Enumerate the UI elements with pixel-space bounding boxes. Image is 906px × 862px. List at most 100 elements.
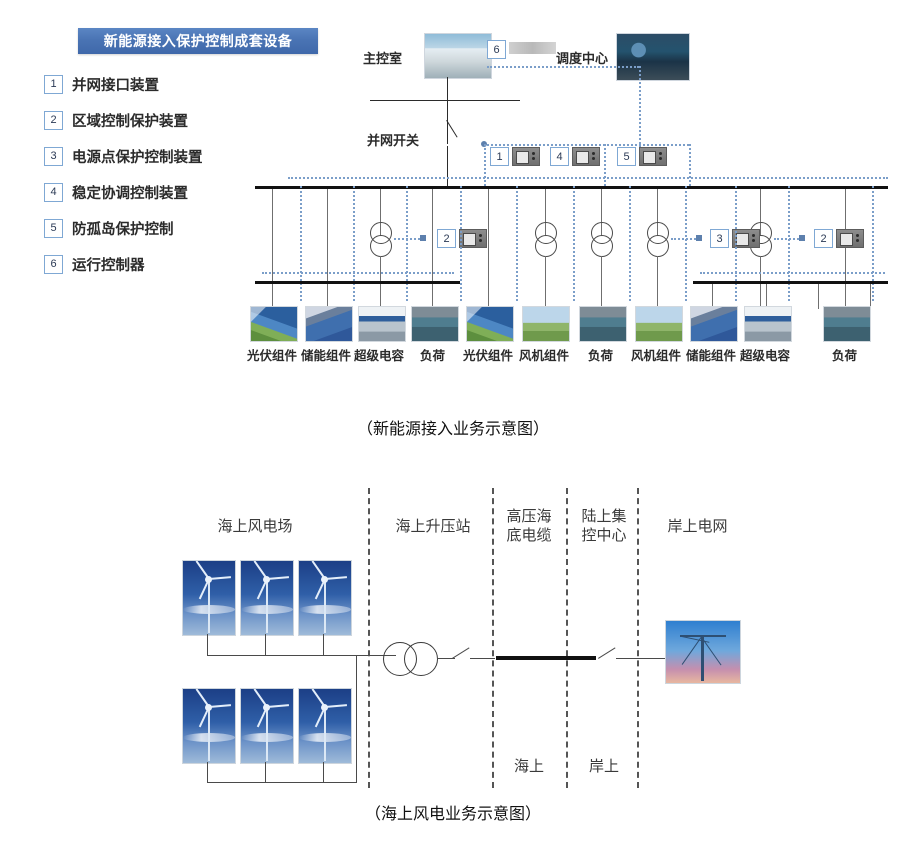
- equipment-label-4: 负荷: [420, 349, 446, 363]
- equipment-label-3: 超级电容: [354, 349, 405, 363]
- switch-to-cable: [470, 658, 495, 659]
- legend-label: 电源点保护控制装置: [72, 149, 203, 166]
- comm-drop-i: [735, 186, 737, 301]
- new-energy-access-diagram: 新能源接入保护控制成套设备 1 并网接口装置 2 区域控制保护装置 3 电源点保…: [44, 28, 888, 438]
- device-number-badge: 4: [550, 147, 569, 166]
- device-unit-5: 5: [617, 147, 667, 166]
- sub-drop-1: [272, 284, 273, 309]
- cable-to-grid-line: [616, 658, 668, 659]
- zone-label-onshore: 岸上: [588, 759, 619, 775]
- feeder-line-3: [380, 189, 381, 236]
- transformer-1: [370, 222, 392, 257]
- sub-busbar-right: [693, 281, 888, 284]
- comm-node-2b: [799, 235, 805, 241]
- section-label-onshore-grid: 岸上电网: [667, 519, 728, 535]
- equipment-icon-load-1: [411, 306, 459, 342]
- device-number-badge: 2: [437, 229, 456, 248]
- wind-turbine-6: [298, 688, 352, 764]
- sub-comm-rail-right: [700, 272, 885, 274]
- runtime-controller-badge: 6: [487, 40, 506, 59]
- sub-drop-7: [818, 284, 819, 309]
- legend-item-4: 4 稳定协调控制装置: [44, 174, 324, 210]
- device-unit-2a: 2: [437, 229, 487, 248]
- equipment-icon-load-2: [579, 306, 627, 342]
- comm-node-2a: [420, 235, 426, 241]
- turbine-drop-1: [207, 634, 208, 655]
- equipment-label-6: 风机组件: [519, 349, 570, 363]
- feeder-line-8: [657, 189, 658, 236]
- equipment-icon-battery-1: [305, 306, 353, 342]
- section-label-wind-farm: 海上风电场: [217, 519, 293, 535]
- dispatch-center-photo: [616, 33, 690, 81]
- relay-icon: [732, 229, 760, 248]
- comm-link-top: [487, 66, 639, 68]
- turbine-drop-2: [265, 634, 266, 655]
- equipment-label-1: 光伏组件: [247, 349, 298, 363]
- device-comm-bus-top: [484, 144, 689, 146]
- relay-icon: [572, 147, 600, 166]
- relay-icon: [459, 229, 487, 248]
- feeder-comm-link-2a: [394, 238, 424, 240]
- comm-drop-d: [460, 186, 462, 301]
- comm-drop-c: [406, 186, 408, 301]
- main-comm-rail: [288, 177, 888, 179]
- equipment-label-10: 超级电容: [740, 349, 791, 363]
- device-unit-3: 3: [710, 229, 760, 248]
- legend-label: 区域控制保护装置: [72, 113, 188, 130]
- relay-icon: [836, 229, 864, 248]
- legend-item-5: 5 防孤岛保护控制: [44, 210, 324, 246]
- transformer-out-line: [437, 658, 455, 659]
- legend-number-badge: 2: [44, 110, 63, 130]
- legend-number-badge: 1: [44, 74, 63, 94]
- feeder-line-1: [272, 189, 273, 309]
- comm-drop-h: [685, 186, 687, 301]
- collector-bus-bottom: [207, 782, 356, 783]
- blurred-text-bar: [509, 42, 556, 54]
- relay-icon: [512, 147, 540, 166]
- comm-drop-j: [788, 186, 790, 301]
- equipment-label-5: 光伏组件: [463, 349, 514, 363]
- onshore-switch: [598, 646, 618, 660]
- equipment-icon-supercap-1: [358, 306, 406, 342]
- comm-drop-device-4: [604, 144, 606, 186]
- comm-drop-device-5: [689, 144, 691, 186]
- sub-drop-3: [380, 284, 381, 309]
- sub-drop-5: [712, 284, 713, 309]
- divider-control-grid: [637, 488, 639, 788]
- turbine-drop-4: [207, 762, 208, 782]
- comm-drop-b: [353, 186, 355, 301]
- transmission-tower-photo: [665, 620, 741, 684]
- feeder-line-2: [327, 189, 328, 309]
- legend-item-2: 2 区域控制保护装置: [44, 102, 324, 138]
- transformer-4: [647, 222, 669, 257]
- comm-drop-a: [300, 186, 302, 301]
- offshore-switch: [452, 646, 472, 660]
- legend-list: 1 并网接口装置 2 区域控制保护装置 3 电源点保护控制装置 4 稳定协调控制…: [44, 66, 324, 282]
- feeder-line-10: [845, 189, 846, 309]
- legend-item-3: 3 电源点保护控制装置: [44, 138, 324, 174]
- comm-drop-g: [629, 186, 631, 301]
- divider-wind-substation: [368, 488, 370, 788]
- upper-tie-line: [370, 100, 520, 101]
- equipment-label-2: 储能组件: [301, 349, 352, 363]
- main-control-room-label: 主控室: [363, 51, 403, 66]
- relay-icon: [639, 147, 667, 166]
- transformer-2-drop: [545, 256, 546, 309]
- equipment-icon-supercap-2: [744, 306, 792, 342]
- substation-transformer: [383, 642, 439, 676]
- feeder-line-9: [760, 189, 761, 236]
- turbine-drop-6: [323, 762, 324, 782]
- comm-link-dispatch-down: [639, 66, 641, 156]
- equipment-icon-pv-1: [250, 306, 298, 342]
- section-label-subsea-cable: 高压海 底电缆: [506, 509, 552, 544]
- main-busbar: [255, 186, 888, 189]
- equipment-label-7: 负荷: [588, 349, 614, 363]
- comm-node-3: [696, 235, 702, 241]
- dispatch-center-label: 调度中心: [556, 51, 609, 66]
- equipment-icon-wind-2: [635, 306, 683, 342]
- comm-drop-device-1: [484, 144, 486, 186]
- hv-subsea-cable: [496, 656, 596, 660]
- equipment-label-11: 负荷: [832, 349, 858, 363]
- comm-drop-f: [573, 186, 575, 301]
- legend-number-badge: 4: [44, 182, 63, 202]
